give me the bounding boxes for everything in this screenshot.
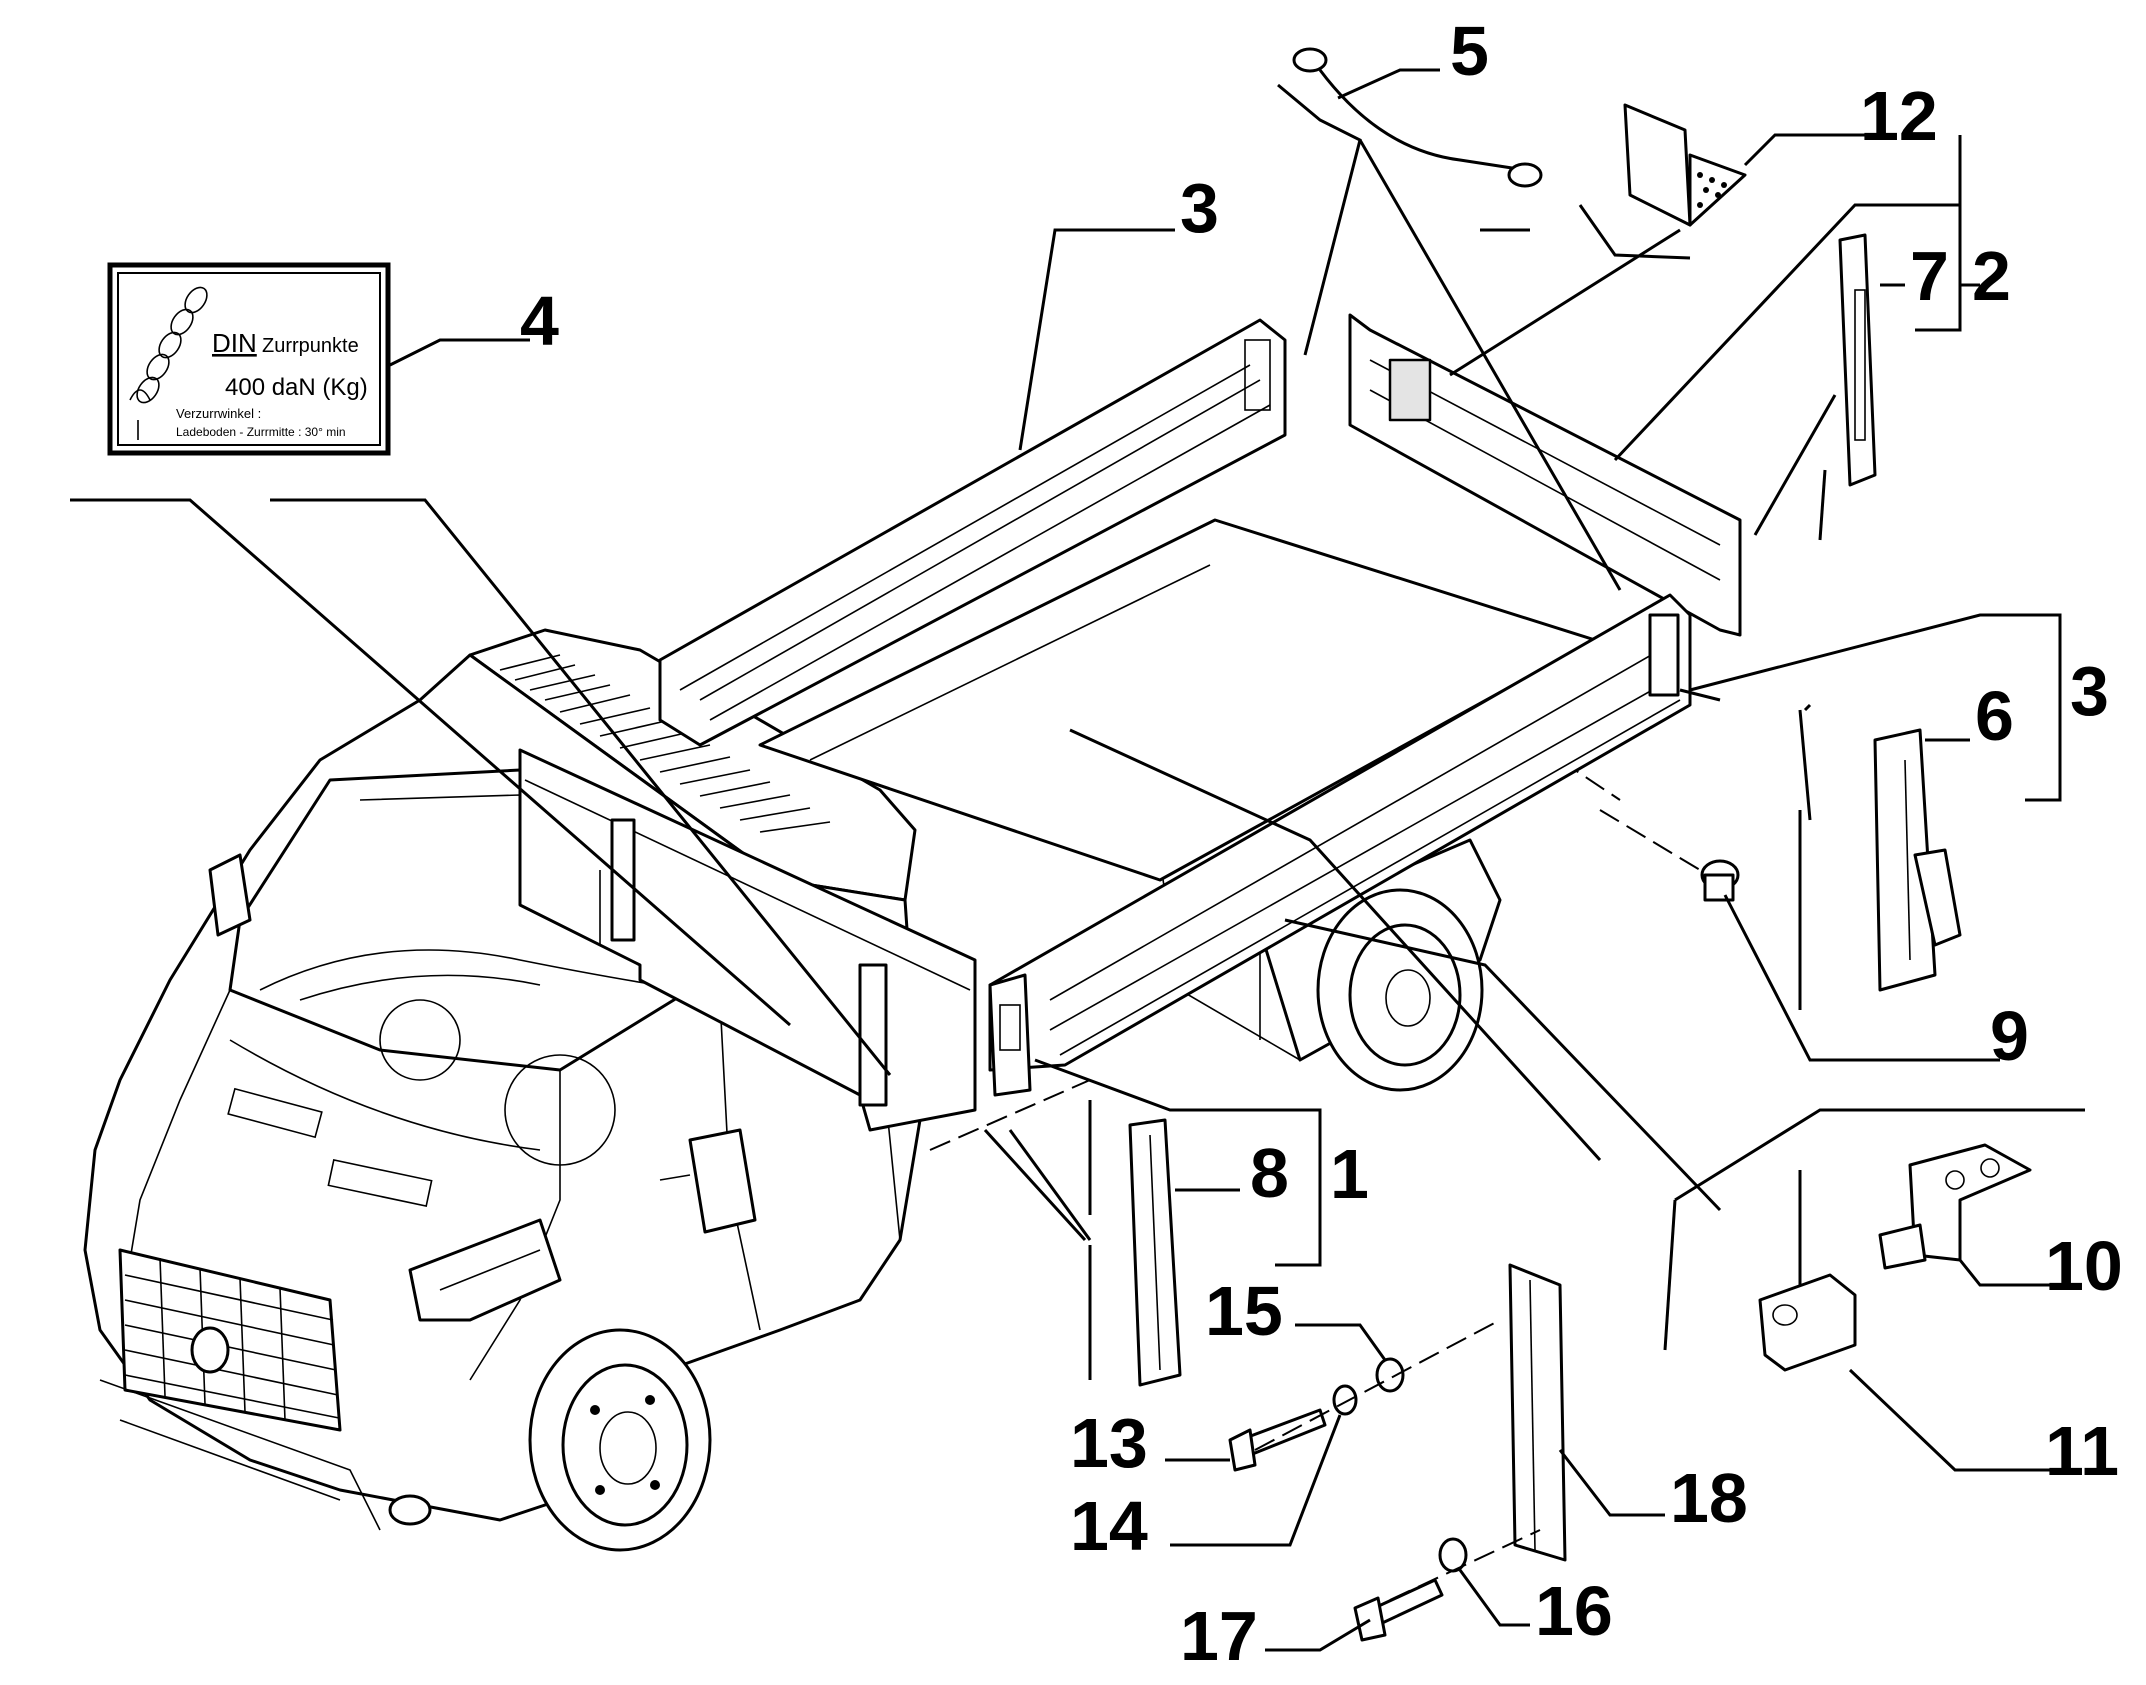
callout-16: 16	[1535, 1572, 1613, 1650]
leader-lines	[70, 68, 2085, 1652]
callout-8: 8	[1250, 1134, 1289, 1212]
part-15-washer	[1375, 1357, 1405, 1393]
label-plate-din: DIN	[212, 328, 257, 358]
callout-2: 2	[1972, 237, 2011, 315]
callout-6: 6	[1975, 677, 2014, 755]
label-plate-load: 400 daN (Kg)	[225, 374, 368, 401]
callout-13: 13	[1070, 1404, 1148, 1482]
label-plate-line2: Ladeboden - Zurrmitte : 30° min	[176, 425, 346, 439]
load-label-plate: DIN Zurrpunkte 400 daN (Kg) Verzurrwinke…	[107, 262, 391, 456]
part-17-bolt	[1353, 1578, 1444, 1642]
part-11-hinge-block	[1758, 1273, 1857, 1372]
part-18-rail	[1508, 1263, 1567, 1562]
cargo-bed	[518, 313, 1742, 1132]
rear-chassis	[1159, 759, 1701, 1092]
callout-5: 5	[1450, 12, 1489, 90]
callout-17: 17	[1180, 1597, 1258, 1675]
callout-10: 10	[2045, 1227, 2123, 1305]
callout-1: 1	[1330, 1135, 1369, 1213]
callout-numbers: 1 2 3 3 4 5 6 7 8 9 10 11 12 13 14 15 16…	[520, 12, 2123, 1675]
part-12-corner-bracket	[1623, 103, 1747, 227]
callout-4: 4	[520, 282, 559, 360]
part-9-plug	[1700, 859, 1740, 902]
part-5-cable	[1292, 47, 1543, 188]
part-7-post	[1838, 233, 1877, 487]
part-14-ring	[1332, 1384, 1358, 1416]
callout-3-top: 3	[1180, 169, 1219, 247]
callout-15: 15	[1205, 1272, 1283, 1350]
part-6-stake	[1873, 728, 1962, 992]
part-8-post	[1128, 1118, 1182, 1387]
callout-3-right: 3	[2070, 652, 2109, 730]
label-plate-line1: Verzurrwinkel :	[176, 406, 261, 421]
truck-cab	[83, 628, 922, 1552]
callout-14: 14	[1070, 1487, 1148, 1565]
callout-18: 18	[1670, 1459, 1748, 1537]
part-13-bolt	[1228, 1408, 1327, 1472]
callout-9: 9	[1990, 997, 2029, 1075]
callout-7: 7	[1910, 237, 1949, 315]
callout-12: 12	[1860, 77, 1938, 155]
part-10-hinge	[1878, 1143, 2032, 1270]
callout-11: 11	[2045, 1412, 2119, 1490]
label-plate-title: Zurrpunkte	[262, 335, 359, 357]
